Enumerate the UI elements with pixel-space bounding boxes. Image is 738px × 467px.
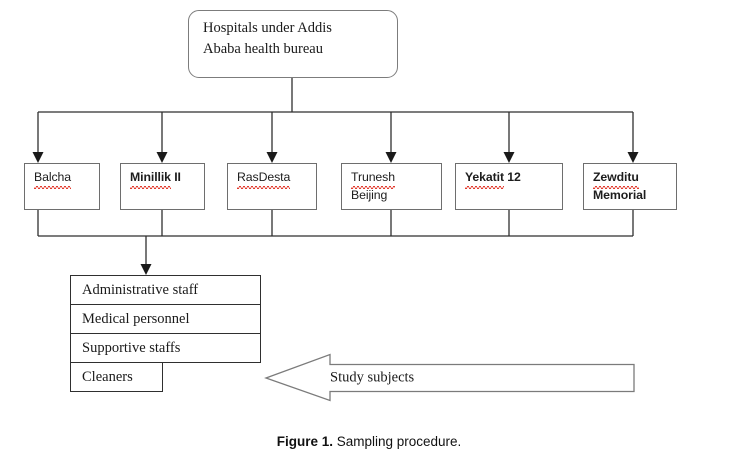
- figure-caption: Figure 1. Sampling procedure.: [0, 434, 738, 449]
- staff-box-supportive-staffs: Supportive staffs: [70, 333, 261, 363]
- hospital-box-balcha: Balcha: [24, 163, 100, 210]
- staff-box-cleaners: Cleaners: [70, 362, 163, 392]
- hospital-box-trunesh-beijing: Trunesh Beijing: [341, 163, 442, 210]
- root-node-hospitals: Hospitals under Addis Ababa health burea…: [188, 10, 398, 78]
- staff-label-supportive-staffs: Supportive staffs: [82, 339, 181, 356]
- hospital-name-balcha: Balcha: [34, 169, 71, 190]
- hospital-box-minillik-ii: Minillik II: [120, 163, 205, 210]
- study-subjects-arrow: Study subjects: [264, 353, 636, 402]
- study-subjects-arrow-shape: [264, 353, 635, 402]
- hospital-box-zewditu-memorial: Zewditu Memorial: [583, 163, 677, 210]
- staff-label-medical-personnel: Medical personnel: [82, 310, 190, 327]
- figure-caption-text: Sampling procedure.: [332, 434, 462, 449]
- hospital-name-memorial: Memorial: [593, 187, 647, 202]
- hospital-name-yekatit-suffix: 12: [503, 170, 521, 184]
- hospital-name-zewditu: Zewditu: [593, 169, 639, 190]
- staff-box-administrative-staff: Administrative staff: [70, 275, 261, 305]
- hospital-name-rasdesta: RasDesta: [237, 169, 291, 190]
- hospital-name-minillik: Minillik: [130, 169, 171, 190]
- figure-caption-label: Figure 1.: [276, 434, 333, 449]
- staff-box-medical-personnel: Medical personnel: [70, 304, 261, 334]
- hospital-box-rasdesta: RasDesta: [227, 163, 317, 210]
- hospital-name-trunesh: Trunesh: [351, 169, 395, 190]
- root-node-line2: Ababa health bureau: [203, 40, 323, 57]
- hospital-box-yekatit-12: Yekatit 12: [455, 163, 563, 210]
- hospital-name-yekatit: Yekatit: [465, 169, 504, 190]
- study-subjects-label: Study subjects: [330, 369, 415, 385]
- staff-label-cleaners: Cleaners: [82, 368, 133, 385]
- hospital-name-minillik-suffix: II: [170, 170, 181, 184]
- staff-label-administrative-staff: Administrative staff: [82, 281, 199, 298]
- root-node-line1: Hospitals under Addis: [203, 20, 332, 36]
- hospital-name-beijing: Beijing: [351, 187, 388, 202]
